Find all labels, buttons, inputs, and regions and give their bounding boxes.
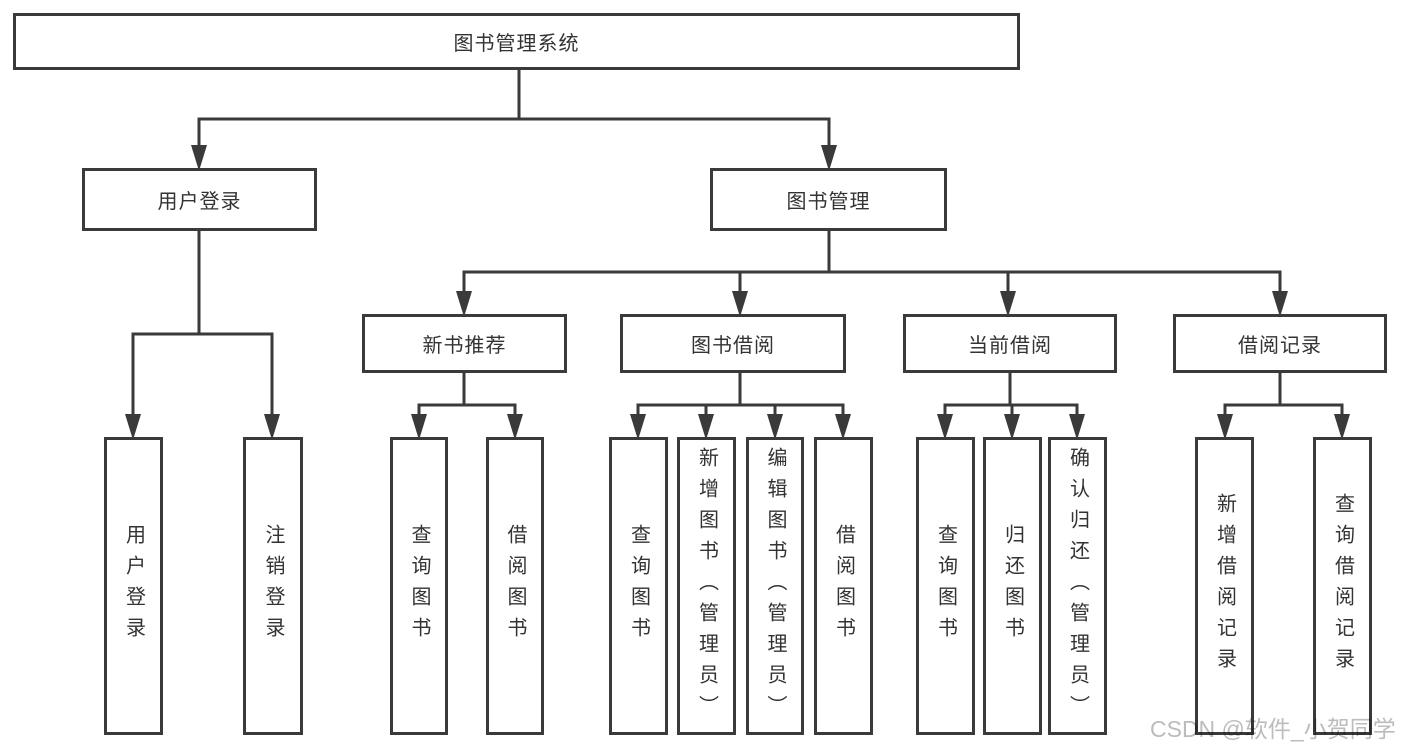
node-current-borrowing: 当前借阅 <box>903 314 1117 373</box>
node-label: 查询借阅记录 <box>1331 493 1354 679</box>
arrowheads <box>125 145 1350 440</box>
node-leaf-user-login: 用户登录 <box>104 437 163 735</box>
node-book-borrowing: 图书借阅 <box>620 314 846 373</box>
node-label: 借阅图书 <box>504 524 526 648</box>
node-label: 新增借阅记录 <box>1213 493 1236 679</box>
node-library-management-system: 图书管理系统 <box>13 13 1020 70</box>
node-label: 图书借阅 <box>691 335 775 357</box>
node-label: 用户登录 <box>122 524 145 648</box>
node-leaf-query-books-2: 查询图书 <box>609 437 668 735</box>
node-leaf-confirm-return-admin: 确认归还（管理员） <box>1048 437 1107 735</box>
node-label: 新增图书（管理员） <box>695 446 718 726</box>
node-label: 图书管理系统 <box>453 33 580 55</box>
node-label: 当前借阅 <box>968 335 1052 357</box>
node-label: 新书推荐 <box>422 335 507 357</box>
node-leaf-add-book-admin: 新增图书（管理员） <box>677 437 736 735</box>
node-label: 查询图书 <box>934 524 957 648</box>
node-borrow-records: 借阅记录 <box>1173 314 1387 373</box>
node-leaf-query-borrow-record: 查询借阅记录 <box>1313 437 1372 735</box>
watermark: CSDN @软件_小贺同学 <box>1150 716 1396 742</box>
node-label: 图书管理 <box>786 191 871 213</box>
node-user-login: 用户登录 <box>82 168 317 231</box>
node-label: 确认归还（管理员） <box>1066 446 1089 726</box>
node-leaf-borrow-books-1: 借阅图书 <box>486 437 544 735</box>
node-leaf-borrow-books-2: 借阅图书 <box>814 437 873 735</box>
node-leaf-return-book: 归还图书 <box>983 437 1042 735</box>
node-label: 注销登录 <box>262 524 284 648</box>
node-label: 用户登录 <box>157 191 242 213</box>
node-label: 查询图书 <box>408 524 430 648</box>
node-leaf-logout: 注销登录 <box>243 437 303 735</box>
node-leaf-edit-book-admin: 编辑图书（管理员） <box>746 437 804 735</box>
node-new-book-recommend: 新书推荐 <box>362 314 567 373</box>
node-leaf-add-borrow-record: 新增借阅记录 <box>1195 437 1254 735</box>
node-leaf-query-books-3: 查询图书 <box>916 437 975 735</box>
node-label: 借阅图书 <box>832 524 855 648</box>
node-label: 编辑图书（管理员） <box>764 446 786 726</box>
node-leaf-query-books-1: 查询图书 <box>390 437 448 735</box>
node-book-management: 图书管理 <box>710 168 947 231</box>
node-label: 归还图书 <box>1001 524 1024 648</box>
node-label: 查询图书 <box>627 524 650 648</box>
node-label: 借阅记录 <box>1238 335 1322 357</box>
